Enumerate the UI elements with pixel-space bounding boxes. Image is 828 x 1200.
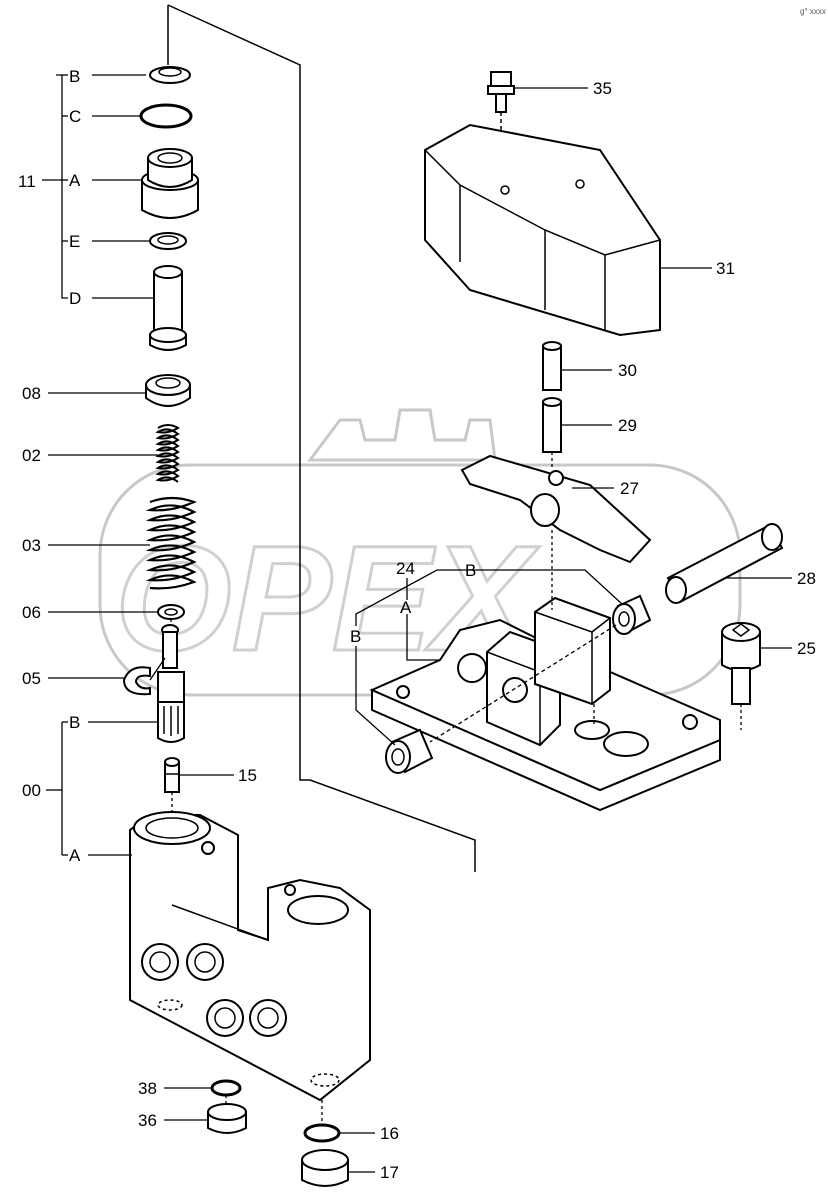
label-03: 03 xyxy=(22,536,41,555)
part-11e-backup-ring[interactable] xyxy=(149,232,187,250)
label-16: 16 xyxy=(380,1124,399,1143)
part-31-boot-cover[interactable] xyxy=(424,123,661,337)
label-06: 06 xyxy=(22,603,41,622)
part-06-washer[interactable] xyxy=(157,604,185,620)
part-29-pin[interactable] xyxy=(542,397,562,453)
part-11a-bushing[interactable] xyxy=(141,148,199,219)
assembly-frame-lines xyxy=(167,4,476,872)
part-11d-push-rod[interactable] xyxy=(149,265,187,351)
label-30: 30 xyxy=(618,361,637,380)
label-11-a: A xyxy=(69,171,81,190)
label-05: 05 xyxy=(22,669,41,688)
label-25: 25 xyxy=(797,639,816,658)
part-17-plug[interactable] xyxy=(301,1149,349,1187)
label-36: 36 xyxy=(138,1111,157,1130)
label-31: 31 xyxy=(716,259,735,278)
part-15-pin[interactable] xyxy=(164,757,180,793)
corner-mark: g° xxxx xyxy=(800,7,826,16)
label-11-b: B xyxy=(69,67,80,86)
part-11c-o-ring[interactable] xyxy=(139,103,193,129)
label-28: 28 xyxy=(797,569,816,588)
label-02: 02 xyxy=(22,446,41,465)
part-28-shaft[interactable] xyxy=(665,523,784,604)
label-11: 11 xyxy=(18,172,36,191)
part-02-inner-spring[interactable] xyxy=(155,424,180,483)
label-24-b-left: B xyxy=(350,627,361,646)
label-35: 35 xyxy=(593,79,612,98)
part-08-spring-seat[interactable] xyxy=(145,374,191,407)
part-11b-seal-ring[interactable] xyxy=(149,66,191,84)
part-03-outer-spring[interactable] xyxy=(145,496,197,590)
part-00a-valve-body[interactable] xyxy=(129,811,371,1102)
label-11-c: C xyxy=(69,107,81,126)
label-00-b: B xyxy=(69,713,80,732)
label-11-e: E xyxy=(69,232,80,251)
part-36-plug[interactable] xyxy=(207,1103,247,1134)
label-24-a: A xyxy=(400,598,412,617)
part-30-pin[interactable] xyxy=(542,341,562,391)
label-00-a: A xyxy=(69,846,81,865)
label-29: 29 xyxy=(618,416,637,435)
label-00: 00 xyxy=(22,781,41,800)
part-00b-spool[interactable] xyxy=(157,624,185,743)
label-24: 24 xyxy=(396,559,415,578)
label-11-d: D xyxy=(69,289,81,308)
watermark: OPEX xyxy=(98,408,742,697)
label-27: 27 xyxy=(620,479,639,498)
label-38: 38 xyxy=(138,1079,157,1098)
part-05-retaining-ring[interactable] xyxy=(122,666,151,696)
part-24-plate-assembly[interactable] xyxy=(369,594,721,812)
part-16-o-ring[interactable] xyxy=(303,1123,341,1143)
label-08: 08 xyxy=(22,384,41,403)
label-24-b-top: B xyxy=(465,561,476,580)
leader-lines xyxy=(42,74,792,1173)
callout-labels: 11 B C A E D 08 02 03 06 05 00 B A 15 38… xyxy=(18,67,816,1182)
part-38-o-ring[interactable] xyxy=(210,1079,242,1097)
label-17: 17 xyxy=(380,1163,399,1182)
part-25-socket-bolt[interactable] xyxy=(721,622,761,705)
part-27-cam[interactable] xyxy=(460,454,652,564)
label-15: 15 xyxy=(238,766,257,785)
